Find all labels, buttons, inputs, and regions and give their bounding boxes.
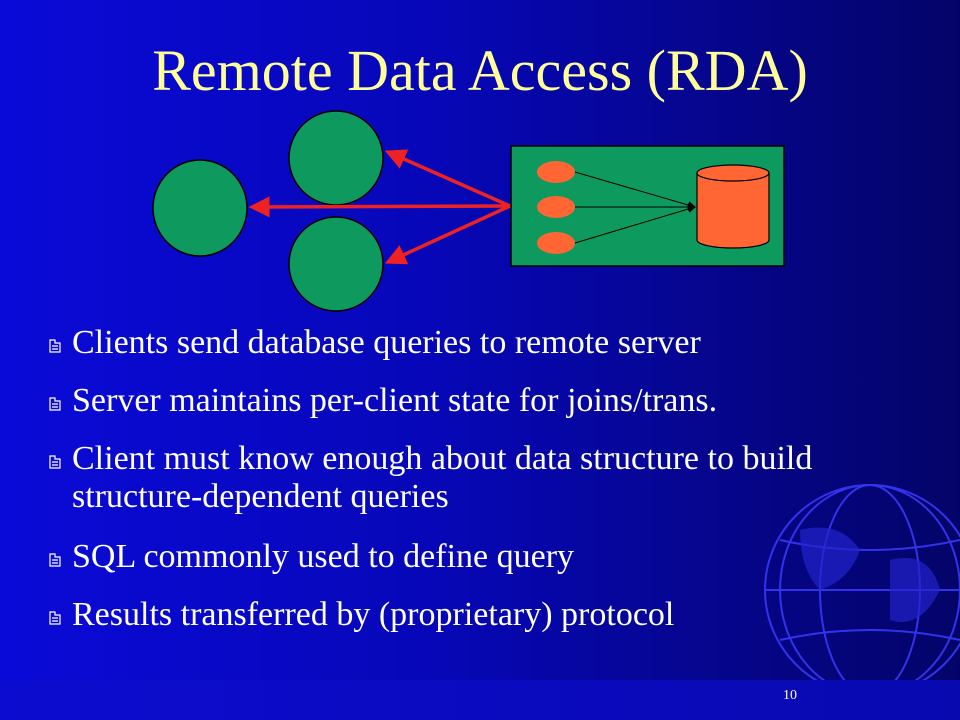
slide-title: Remote Data Access (RDA) (152, 38, 808, 103)
pointing-hand-icon (49, 339, 61, 353)
client-server-link (384, 149, 511, 208)
bullet-text: Clients send database queries to remote … (72, 324, 701, 361)
pointing-hand-icon (49, 611, 61, 625)
bullet-text: Results transferred by (proprietary) pro… (72, 596, 675, 633)
client-node (288, 110, 384, 206)
pointing-hand-icon (49, 455, 61, 469)
bullet-item: Clients send database queries to remote … (48, 324, 928, 362)
bullet-item: Results transferred by (proprietary) pro… (48, 596, 928, 634)
server-process-node (537, 161, 575, 183)
bullet-item: SQL commonly used to define query (48, 538, 928, 576)
server-process-node (537, 196, 575, 218)
bullet-text: Client must know enough about data struc… (72, 440, 813, 515)
client-node (288, 216, 384, 312)
process-to-db-arrow (574, 205, 696, 244)
bullet-text: Server maintains per-client state for jo… (72, 382, 718, 419)
bullet-text: SQL commonly used to define query (72, 538, 575, 575)
client-node (152, 159, 248, 257)
footer-bar (0, 680, 960, 720)
client-server-link (248, 196, 511, 218)
pointing-hand-icon (49, 397, 61, 411)
pointing-hand-icon (49, 553, 61, 567)
bullet-list: Clients send database queries to remote … (48, 318, 928, 634)
bullet-item: Client must know enough about data struc… (48, 440, 928, 516)
rda-diagram (152, 110, 785, 312)
process-to-db-arrow (574, 171, 696, 209)
page-number: 10 (783, 688, 797, 703)
bullet-item: Server maintains per-client state for jo… (48, 382, 928, 420)
database-cylinder (696, 164, 770, 249)
client-server-link (384, 204, 511, 265)
server-process-node (537, 232, 575, 254)
